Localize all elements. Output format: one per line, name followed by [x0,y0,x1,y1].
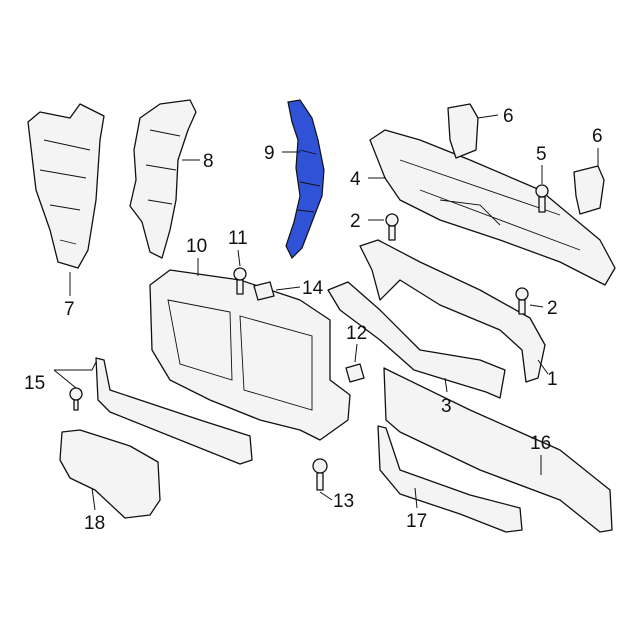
part-1-upper-tie-bar[interactable] [359,239,546,383]
callout-12: 12 [346,323,367,344]
callout-9: 9 [264,143,275,164]
bolt-15[interactable] [69,387,83,411]
callout-16: 16 [530,433,551,454]
callout-17: 17 [406,511,427,532]
bolt-2-upper[interactable] [385,213,399,241]
callout-13: 13 [333,491,354,512]
callout-2: 2 [350,211,361,232]
part-17-air-dam[interactable] [377,425,523,533]
callout-14: 14 [302,278,324,299]
part-3-lower-tie-bar[interactable] [327,281,506,399]
callout-6: 6 [503,106,514,127]
part-9-bracket-highlighted[interactable] [285,99,325,260]
part-15-lower-reinforcement[interactable] [95,357,253,465]
callout-4: 4 [350,169,361,190]
callout-15: 15 [24,373,45,394]
part-18-lower-deflector[interactable] [59,429,161,519]
part-8-side-deflector[interactable] [129,99,197,259]
part-4-upper-shield[interactable] [369,129,616,286]
callout-7: 7 [64,299,75,320]
bolt-13[interactable] [312,458,328,491]
leader-lines [53,114,599,511]
callout-5: 5 [536,144,547,165]
callout-3: 3 [441,396,452,417]
part-6-insulator-right[interactable] [573,165,605,215]
nut-12[interactable] [345,363,365,383]
part-16-lower-shield[interactable] [383,367,613,533]
part-6-insulator-left[interactable] [447,103,479,159]
callout-1: 1 [547,369,558,390]
clip-14[interactable] [253,281,275,301]
callout-6: 6 [592,126,603,147]
callout-10: 10 [186,236,207,257]
callout-18: 18 [84,513,105,534]
callout-2: 2 [547,298,558,319]
part-7-air-deflector[interactable] [27,103,105,269]
callout-11: 11 [228,228,248,249]
bolt-5[interactable] [535,184,549,213]
callout-8: 8 [203,151,214,172]
bolt-11[interactable] [233,267,247,295]
bolt-2-lower[interactable] [515,287,529,315]
